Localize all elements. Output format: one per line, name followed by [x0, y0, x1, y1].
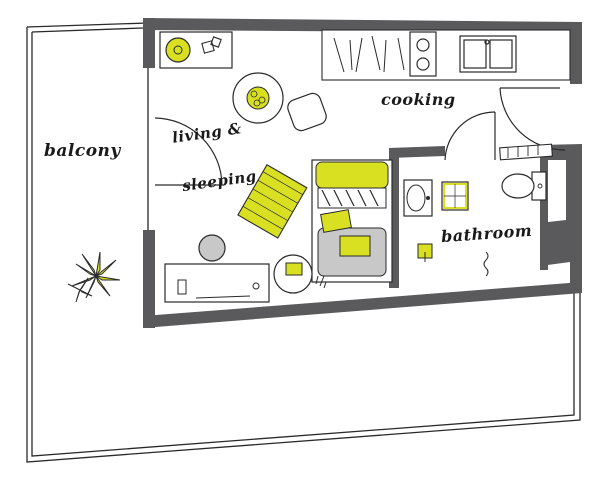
towel — [417, 243, 433, 262]
stove-icon — [409, 31, 437, 77]
balcony-outline — [26, 22, 581, 463]
door-swings — [154, 87, 566, 186]
stool — [198, 234, 226, 262]
washbasin-icon — [403, 179, 433, 217]
kitchen-counter — [321, 29, 571, 81]
bed-icon — [311, 159, 393, 283]
chair-icon — [287, 92, 327, 132]
cooking-label: cooking — [381, 90, 456, 109]
sink-icon — [459, 35, 517, 73]
squiggle — [483, 251, 489, 277]
radiator — [499, 143, 553, 161]
desk — [164, 263, 270, 303]
shelf — [159, 31, 233, 69]
toilet-icon — [501, 171, 547, 201]
plant-icon — [67, 251, 121, 303]
balcony-label: balcony — [44, 141, 121, 161]
toilet-niche — [548, 160, 566, 222]
lamp-icon — [273, 254, 327, 294]
rug — [237, 163, 308, 239]
shower-icon — [441, 181, 469, 211]
round-table — [232, 72, 284, 124]
